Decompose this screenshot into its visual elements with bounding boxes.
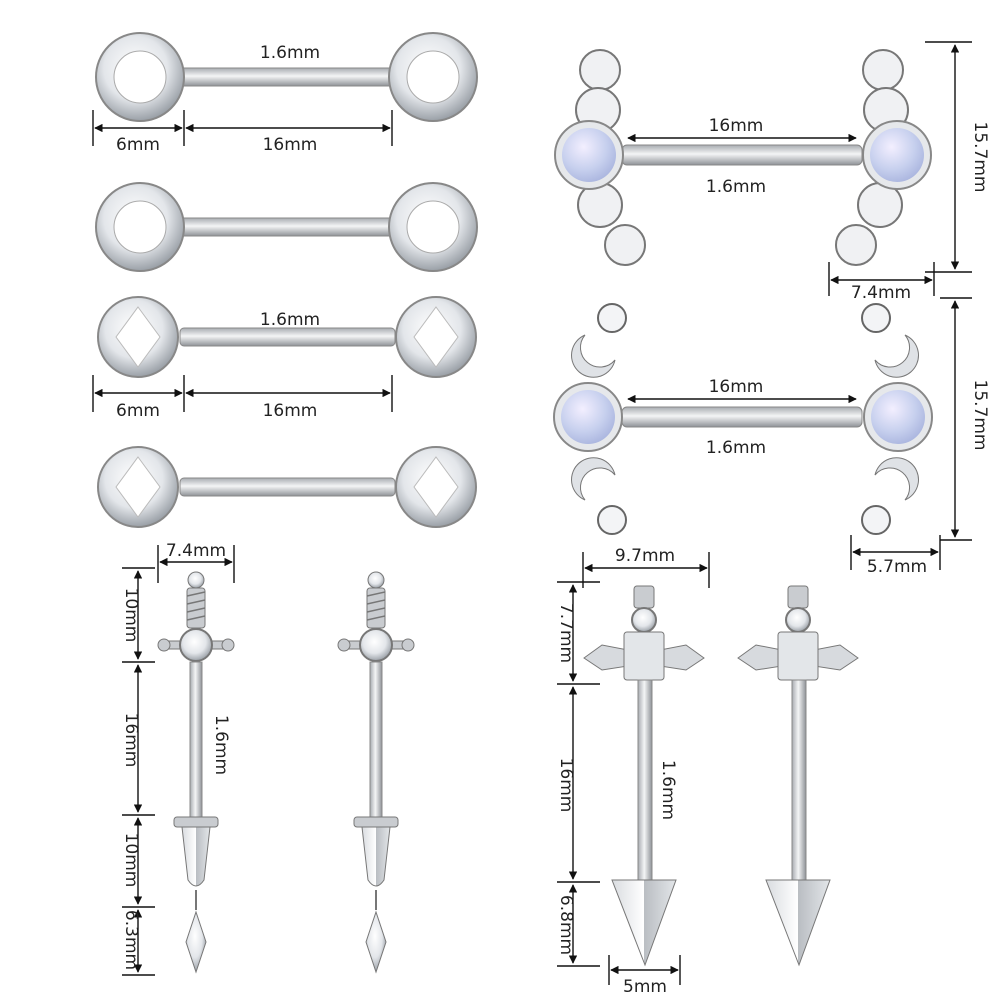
dim-round-top [92,110,393,146]
label-sword-tip: 6.8mm [556,895,576,955]
label-heart-length: 16mm [709,116,764,136]
label-round-top-gauge: 1.6mm [260,43,320,63]
label-prong-ball: 6mm [116,401,160,421]
dim-dagger [122,545,235,976]
label-moon-height: 15.7mm [970,380,990,451]
label-dagger-blade: 10mm [121,833,141,888]
label-heart-height: 15.7mm [970,122,990,193]
label-sword-top: 7.7mm [556,603,576,663]
label-moon-length: 16mm [709,377,764,397]
label-dagger-bar: 16mm [121,713,141,768]
label-moon-width: 5.7mm [867,557,927,577]
heart-opal-barbell [554,49,932,266]
pave-barbell-2 [95,182,478,272]
dagger-barbell-1 [157,571,235,974]
label-prong-gauge: 1.6mm [260,310,320,330]
label-sword-tip-width: 5mm [623,977,667,997]
dim-sword [557,552,710,985]
label-round-top-ball: 6mm [116,135,160,155]
label-heart-width: 7.4mm [851,283,911,303]
label-round-top-length: 16mm [263,135,318,155]
sword-barbell-1 [583,585,705,967]
label-dagger-drop: 6.3mm [121,910,141,970]
label-sword-bar: 16mm [556,758,576,813]
dim-moon [627,297,972,570]
prong-barbell-2 [97,446,477,528]
label-heart-gauge: 1.6mm [706,177,766,197]
label-dagger-gauge: 1.6mm [211,715,231,775]
label-dagger-top: 10mm [121,588,141,643]
label-sword-width: 9.7mm [615,546,675,566]
sword-barbell-2 [737,585,859,967]
prong-barbell-1 [97,296,477,378]
label-prong-length: 16mm [263,401,318,421]
label-sword-gauge: 1.6mm [658,760,678,820]
dim-heart [627,41,972,296]
dim-prong [92,375,393,412]
label-dagger-width: 7.4mm [166,541,226,561]
moon-opal-barbell [553,303,933,535]
pave-barbell-1 [95,32,478,122]
dagger-barbell-2 [337,571,415,974]
label-moon-gauge: 1.6mm [706,438,766,458]
